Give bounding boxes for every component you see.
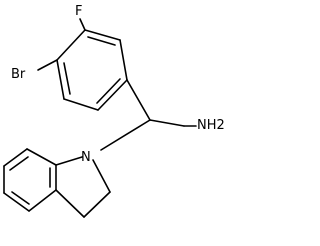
bond-benz-5: [3, 192, 30, 212]
structure-diagram: F Br NH2 N: [3, 4, 225, 218]
bond-ring-left: [56, 59, 65, 100]
bond-n-benz: [55, 156, 83, 166]
bond-benz-3: [3, 148, 28, 167]
bond-ring-right-lower: [97, 79, 128, 111]
atom-label-nitrogen: N: [81, 150, 91, 165]
phenyl-ring: [56, 29, 128, 111]
indoline-five-ring: [55, 156, 111, 218]
double-bond-ring-upper: [87, 36, 116, 46]
bond-ch2-ch2: [83, 191, 111, 218]
bond-c-f: [79, 18, 86, 31]
atom-label-fluorine: F: [75, 4, 82, 19]
indoline-benzene-ring: [3, 148, 57, 212]
bond-ch2-benz: [55, 189, 85, 218]
bond-n-ch2: [92, 159, 111, 193]
double-bond-benz-upper: [9, 156, 29, 171]
bond-benz-2: [26, 148, 57, 166]
atom-label-amine: NH2: [197, 118, 225, 133]
bond-benz-6: [28, 189, 57, 212]
bond-ring-bottom: [63, 98, 99, 111]
atom-label-bromine: Br: [11, 67, 26, 82]
bond-c-br: [37, 59, 58, 71]
double-bond-benz-lower: [11, 191, 30, 205]
bond-chiral-n: [100, 119, 151, 151]
bond-chiral-ch2: [149, 119, 185, 127]
bond-ring-right-upper: [119, 39, 128, 81]
bond-ring-top-right: [56, 29, 86, 61]
double-bond-ring-left: [63, 62, 71, 95]
double-bond-ring-right: [96, 78, 121, 104]
bond-ring-top-left: [84, 29, 121, 41]
bond-ring-chiral: [126, 79, 151, 121]
